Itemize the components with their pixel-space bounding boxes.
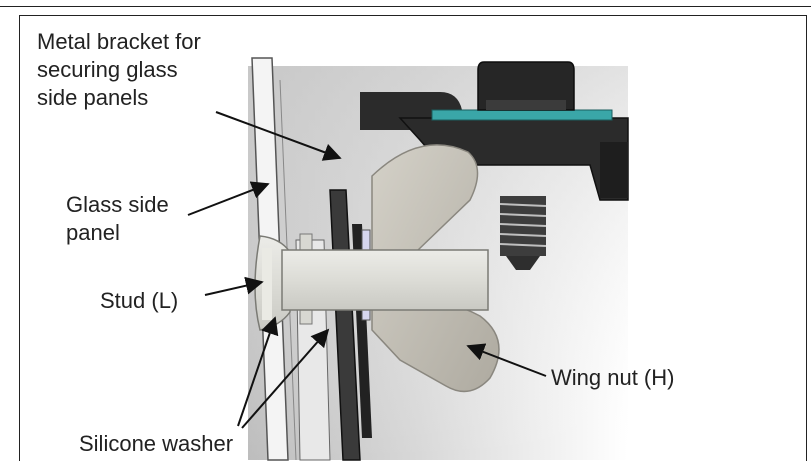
label-stud: Stud (L): [100, 288, 179, 313]
arrow-bracket: [215, 111, 342, 161]
label-metal-bracket: Metal bracket for securing glass side pa…: [37, 29, 201, 110]
screw-thread: [499, 196, 547, 270]
figure-border: [19, 15, 807, 461]
arrow-washer-right: [241, 328, 330, 429]
arrow-glass: [187, 181, 270, 216]
top-rule: [0, 6, 811, 7]
teal-washer: [431, 109, 613, 121]
screw-head: [477, 61, 575, 111]
arrow-stud: [204, 276, 264, 296]
label-wing-nut: Wing nut (H): [551, 365, 675, 390]
label-silicone-washer: Silicone washer: [79, 431, 234, 456]
arrow-wing-nut: [466, 343, 547, 377]
arrow-washer-left: [237, 316, 279, 427]
stud-shaft: [281, 249, 489, 311]
label-glass-side-panel: Glass side panel: [66, 192, 169, 245]
